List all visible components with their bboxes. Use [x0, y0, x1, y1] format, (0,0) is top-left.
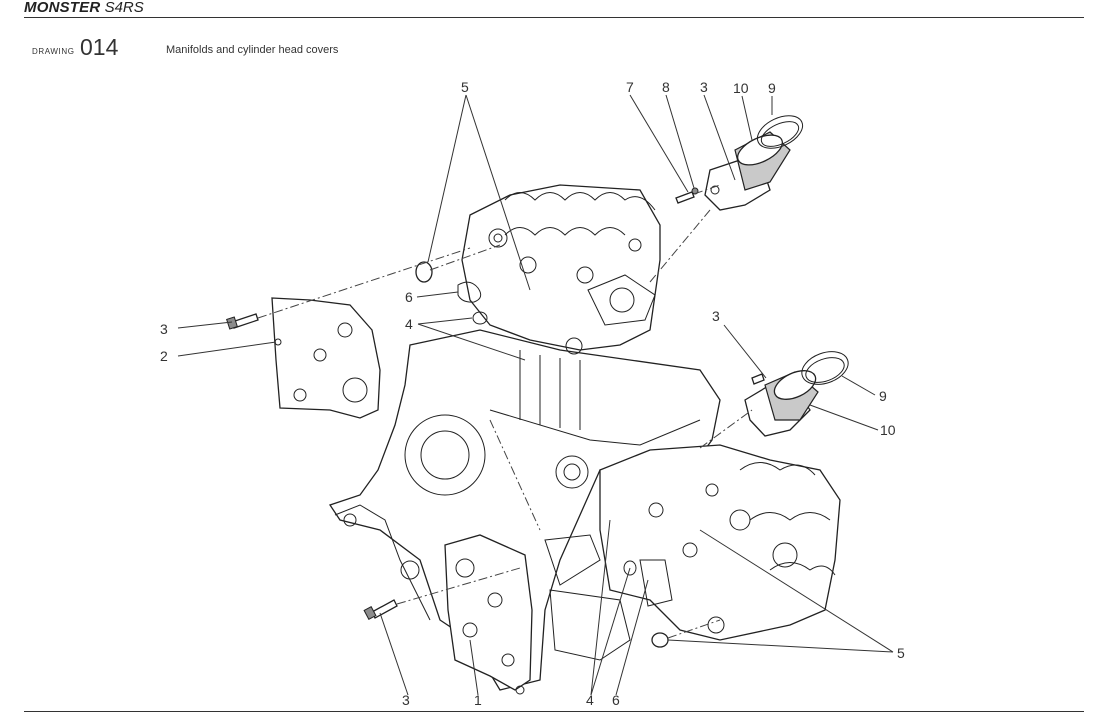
- callout-8: 8: [662, 79, 670, 95]
- rear-cylinder-head: [461, 184, 661, 355]
- o-ring-top: [415, 261, 433, 283]
- hose-clamp-mid: [801, 351, 849, 385]
- callout-3-mid: 3: [712, 308, 720, 324]
- engine-crankcase: [328, 329, 721, 691]
- head-cover-rear: [271, 297, 381, 419]
- brand-title: MONSTER S4RS: [24, 0, 144, 17]
- intake-manifold-top: [704, 131, 791, 211]
- screw-mid: [751, 373, 765, 385]
- drawing-title: Manifolds and cylinder head covers: [166, 44, 339, 56]
- model-name: S4RS: [104, 0, 144, 16]
- callout-9-top: 9: [768, 80, 776, 96]
- callout-2: 2: [160, 348, 168, 364]
- screw-left: [226, 313, 259, 330]
- callout-labels: 5 7 8 3 10 9 6 4 3 2 3 9 10 5 3 1 4 6: [160, 79, 905, 708]
- callout-5-bottom: 5: [897, 645, 905, 661]
- callout-1: 1: [474, 692, 482, 708]
- assembly-lines: [257, 184, 753, 639]
- brand-name: MONSTER: [24, 0, 101, 16]
- o-ring-bottom: [651, 632, 669, 648]
- callout-4-left: 4: [405, 316, 413, 332]
- callout-10-mid: 10: [880, 422, 896, 438]
- callout-3-top: 3: [700, 79, 708, 95]
- callout-4-bottom: 4: [586, 692, 594, 708]
- callout-7: 7: [626, 79, 634, 95]
- gasket-top: [457, 281, 482, 303]
- seal-ring-bottom: [623, 560, 637, 576]
- screw-bottom: [363, 599, 398, 620]
- seal-ring-left: [472, 311, 488, 325]
- header-rule: [24, 17, 1084, 18]
- callout-3-bottom: 3: [402, 692, 410, 708]
- intake-manifold-mid: [744, 370, 819, 437]
- callout-6-top: 6: [405, 289, 413, 305]
- callout-3-left: 3: [160, 321, 168, 337]
- drawing-number: 014: [80, 34, 119, 60]
- drawing-label: DRAWING: [32, 47, 75, 56]
- callout-9-mid: 9: [879, 388, 887, 404]
- footer-rule: [24, 711, 1084, 712]
- callout-10-top: 10: [733, 80, 749, 96]
- hose-clamp-top: [756, 115, 804, 149]
- callout-5-top: 5: [461, 79, 469, 95]
- callout-6-bottom: 6: [612, 692, 620, 708]
- head-cover-front: [444, 534, 533, 695]
- leader-lines: [177, 94, 894, 696]
